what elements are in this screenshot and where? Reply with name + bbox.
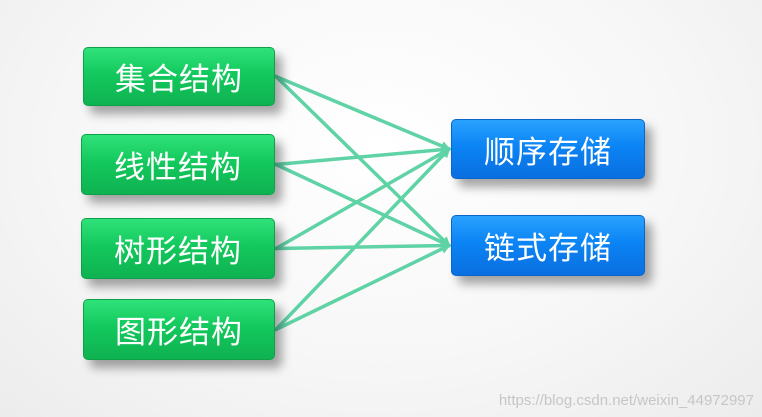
node-label: 线性结构	[114, 150, 242, 186]
node-label: 树形结构	[114, 234, 242, 270]
node-label: 顺序存储	[484, 134, 612, 171]
node-label: 集合结构	[115, 62, 243, 98]
node-graph-structure: 图形结构	[83, 299, 275, 360]
node-sequential-storage: 顺序存储	[451, 119, 645, 179]
node-linear-structure: 线性结构	[81, 134, 275, 195]
node-linked-storage: 链式存储	[451, 215, 645, 276]
watermark: https://blog.csdn.net/weixin_44972997	[498, 392, 754, 409]
connector-arrow-3-1	[274, 243, 451, 332]
connector-arrow-1-0	[274, 144, 451, 167]
connector-arrow-2-0	[274, 147, 451, 251]
connector-arrow-2-1	[274, 240, 451, 251]
connector-arrow-3-0	[274, 147, 451, 332]
node-tree-structure: 树形结构	[81, 218, 275, 279]
node-label: 图形结构	[115, 315, 243, 351]
connector-arrow-0-0	[274, 74, 451, 151]
node-set-structure: 集合结构	[83, 47, 275, 106]
connector-arrow-1-1	[274, 162, 451, 248]
node-label: 链式存储	[484, 231, 612, 267]
connector-arrow-0-1	[274, 74, 451, 248]
